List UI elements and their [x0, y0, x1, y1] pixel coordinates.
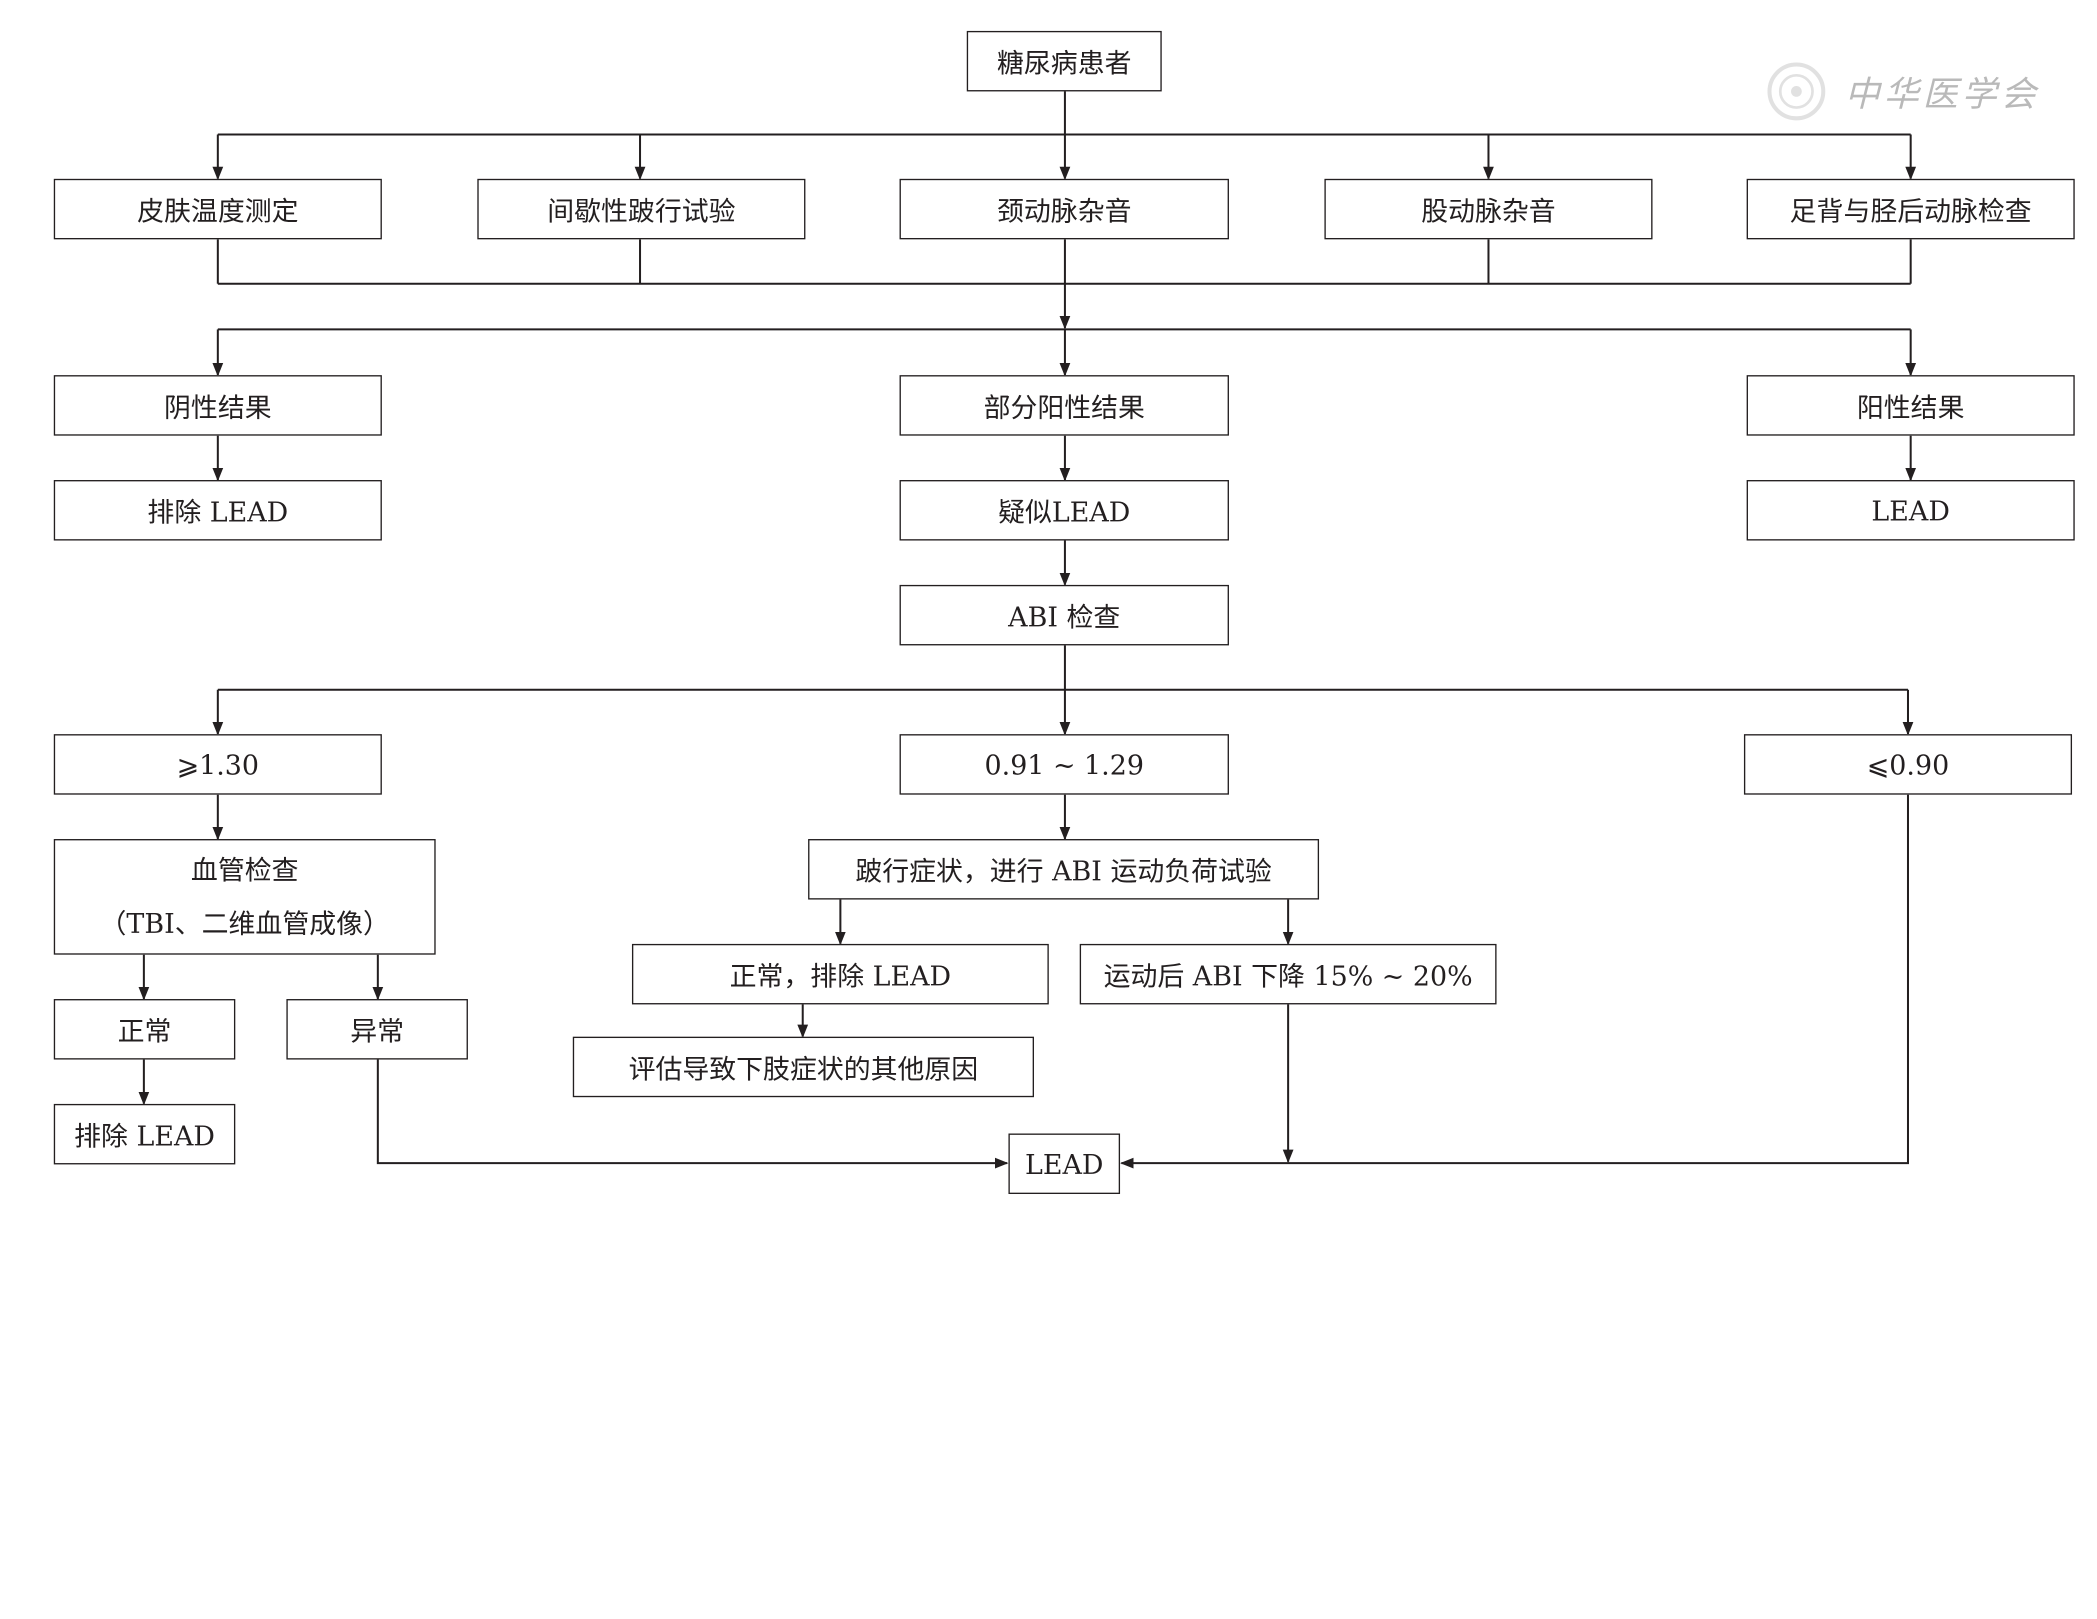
- exclude-lead-node: 排除 LEAD: [53, 480, 382, 541]
- exclude-lead-final-node: 排除 LEAD: [53, 1103, 236, 1165]
- vascular-check-detail: （TBI、二维血管成像）: [99, 907, 390, 940]
- carotid-bruit-node: 颈动脉杂音: [899, 178, 1229, 240]
- negative-result-node: 阴性结果: [53, 375, 382, 436]
- positive-result-node: 阳性结果: [1746, 375, 2075, 436]
- lead-final-node: LEAD: [1008, 1133, 1121, 1195]
- normal-node: 正常: [53, 999, 236, 1060]
- abi-check-node: ABI 检查: [899, 584, 1229, 646]
- abi-low-node: ⩽0.90: [1743, 734, 2073, 795]
- foot-artery-node: 足背与胫后动脉检查: [1746, 178, 2075, 240]
- abi-drop-node: 运动后 ABI 下降 15% ~ 20%: [1079, 943, 1497, 1005]
- connector-layer: [138, 90, 1917, 1169]
- suspect-lead-node: 疑似LEAD: [899, 480, 1229, 541]
- vascular-check-node: 血管检查 （TBI、二维血管成像）: [53, 839, 436, 955]
- lead-node: LEAD: [1746, 480, 2075, 541]
- arrow: [1120, 794, 1909, 1169]
- evaluate-other-causes-node: 评估导致下肢症状的其他原因: [572, 1036, 1034, 1098]
- abnormal-node: 异常: [286, 999, 468, 1060]
- partial-positive-node: 部分阳性结果: [899, 375, 1229, 436]
- root-node: 糖尿病患者: [966, 30, 1162, 92]
- claudication-abi-exercise-node: 跛行症状，进行 ABI 运动负荷试验: [808, 839, 1320, 900]
- abi-high-node: ⩾1.30: [53, 734, 382, 795]
- claudication-test-node: 间歇性跛行试验: [477, 178, 806, 240]
- vascular-check-title: 血管检查: [190, 853, 299, 887]
- watermark-text: 中华医学会: [1844, 75, 2040, 116]
- femoral-bruit-node: 股动脉杂音: [1324, 178, 1653, 240]
- normal-exclude-lead-node: 正常，排除 LEAD: [631, 943, 1049, 1005]
- abi-mid-node: 0.91 ~ 1.29: [899, 734, 1229, 795]
- society-seal-icon: [1767, 62, 1826, 121]
- arrow: [376, 1059, 1009, 1169]
- skin-temp-node: 皮肤温度测定: [53, 178, 382, 240]
